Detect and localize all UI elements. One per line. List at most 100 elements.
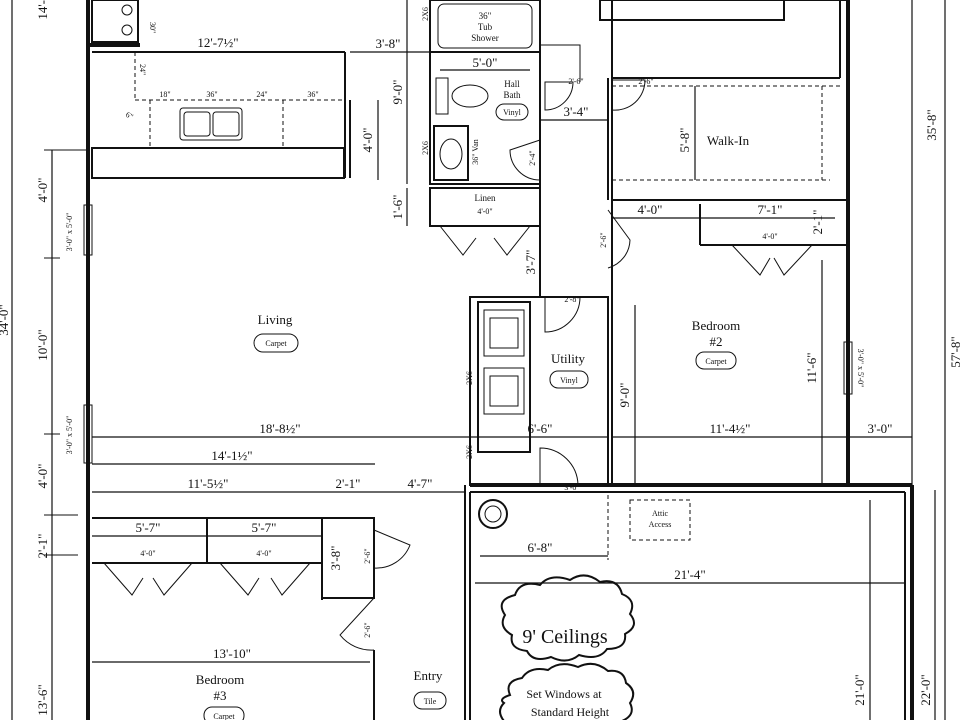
dim-3-7: 3'-7" xyxy=(523,250,538,275)
kitchen: 12'-7½" 30" 24" 18" 36" 24" 36" 6" xyxy=(88,0,351,179)
dim-2-1: 2'-1" xyxy=(336,476,361,491)
dim-kitchen-width: 12'-7½" xyxy=(197,35,238,50)
vanity-label: 36" Van xyxy=(471,139,480,165)
dim-bed2-9-0: 9'-0" xyxy=(617,383,632,408)
twox6-a: 2X6 xyxy=(421,7,430,21)
dim-bath-9-0: 9'-0" xyxy=(390,80,405,105)
dim-left-34: 34'-0" xyxy=(0,304,11,335)
living: Living Carpet 18'-8½" 6'-6" 11'-4½" 3'-0… xyxy=(92,312,912,493)
dim-3-4: 3'-4" xyxy=(564,104,589,119)
dim-bar-4-0: 4'-0" xyxy=(360,128,375,153)
washer xyxy=(483,309,525,357)
label-36a: 36" xyxy=(206,90,217,99)
dim-closet-4-0: 4'-0" xyxy=(638,202,663,217)
closet-26: 2'-6" xyxy=(363,548,372,563)
windows-cloud xyxy=(499,662,635,720)
twox6-c: 2X6 xyxy=(465,371,474,385)
dim-14-1: 14'-1½" xyxy=(211,448,252,463)
dim-left-10-0: 10'-0" xyxy=(35,329,50,360)
dim-57-8: 57'-8" xyxy=(948,336,960,367)
ceilings-cloud xyxy=(500,574,635,662)
dim-13-10: 13'-10" xyxy=(213,646,251,661)
twox6-b: 2X6 xyxy=(421,141,430,155)
living-floor: Carpet xyxy=(265,339,287,348)
water-heater xyxy=(478,499,508,529)
bedroom2-num: #2 xyxy=(710,334,723,349)
label-18: 18" xyxy=(159,90,170,99)
door-bath xyxy=(544,81,574,111)
dim-35-8: 35'-8" xyxy=(924,109,939,140)
bedroom2-floor: Carpet xyxy=(705,357,727,366)
label-6: 6" xyxy=(124,110,135,121)
dim-11-4: 11'-4½" xyxy=(710,421,751,436)
dim-3-0: 3'-0" xyxy=(868,421,893,436)
door-28: 2'-8" xyxy=(564,295,579,304)
dim-11-5: 11'-5½" xyxy=(188,476,229,491)
attic-access xyxy=(629,499,691,541)
door-26a: 2'-6" xyxy=(568,77,583,86)
door-bed3 xyxy=(339,597,375,651)
toilet-tank xyxy=(435,77,449,115)
dim-closet-3-8: 3'-8" xyxy=(328,546,343,571)
dim-5-7b: 5'-7" xyxy=(252,520,277,535)
linen-dim: 4'-0" xyxy=(477,207,492,216)
door-26c: 2'-6" xyxy=(599,232,608,247)
access-label: Access xyxy=(649,520,672,529)
door-26d: 2'-6" xyxy=(363,622,372,637)
walkin-label: Walk-In xyxy=(707,133,750,148)
dim-6-6: 6'-6" xyxy=(528,421,553,436)
dim-5-8: 5'-8" xyxy=(677,128,692,153)
dim-21-4: 21'-4" xyxy=(674,567,705,582)
hall-bath: 36" Tub Shower 5'-0" Hall Bath Vinyl 36"… xyxy=(350,0,541,256)
bath-floor: Vinyl xyxy=(503,108,522,117)
windows-note-2: Standard Height xyxy=(531,705,610,719)
utility-floor: Vinyl xyxy=(560,376,579,385)
closet-4-0: 4'-0" xyxy=(762,232,777,241)
bedroom-2: 4'-0" 7'-1" 4'-0" 2'-1" Bedroom #2 Carpe… xyxy=(611,199,865,485)
dim-21-0: 21'-0" xyxy=(852,674,867,705)
closet-4-0c: 4'-0" xyxy=(256,549,271,558)
dim-left-4-0b: 4'-0" xyxy=(35,464,50,489)
range xyxy=(91,0,139,43)
door-26b: 2'-6" xyxy=(638,77,653,86)
bedroom3-num: #3 xyxy=(214,688,227,703)
entry-label: Entry xyxy=(414,668,443,683)
dim-6-8: 6'-8" xyxy=(528,540,553,555)
door-30: 3'-0" xyxy=(564,483,579,492)
bath-label: Bath xyxy=(504,90,521,100)
ceilings-note: 9' Ceilings xyxy=(522,626,607,648)
dim-3-8: 3'-8" xyxy=(376,36,401,51)
dim-bath-5-0: 5'-0" xyxy=(473,55,498,70)
bedroom3-floor: Carpet xyxy=(213,712,235,720)
tub xyxy=(437,3,533,49)
sink xyxy=(179,107,243,141)
label-24: 24" xyxy=(138,64,147,75)
door-walkin xyxy=(611,79,646,111)
bedroom3-label: Bedroom xyxy=(196,672,244,687)
dim-4-7: 4'-7" xyxy=(408,476,433,491)
entry-floor: Tile xyxy=(424,697,437,706)
dryer xyxy=(483,367,525,415)
dim-11-6: 11'-6" xyxy=(804,353,819,384)
toilet xyxy=(451,84,489,108)
twox6-d: 2X6 xyxy=(465,445,474,459)
shower-label: Shower xyxy=(471,33,499,43)
dim-5-7a: 5'-7" xyxy=(136,520,161,535)
tub-label: Tub xyxy=(478,22,493,32)
hall-label: Hall xyxy=(504,79,520,89)
label-24b: 24" xyxy=(256,90,267,99)
dim-22-0: 22'-0" xyxy=(918,674,933,705)
garage: 6'-8" Attic Access 21'-4" 21'-0" 22'-0" … xyxy=(469,483,936,720)
window-a-label: 3'-0" x 5'-0" xyxy=(65,213,74,252)
window-c-label: 3'-0" x 5'-0" xyxy=(856,349,865,388)
door-24: 2'-4" xyxy=(528,150,537,165)
right-dimensions: 35'-8" 57'-8" xyxy=(911,0,960,720)
dim-left-4-0: 4'-0" xyxy=(35,178,50,203)
left-dimensions: 14'- 34'-0" 4'-0" 10'-0" 4'-0" 2'-1" 13'… xyxy=(0,0,93,720)
walk-in: 5'-8" Walk-In xyxy=(599,0,849,201)
window-b xyxy=(83,404,93,464)
hallway: 3'-4" 2'-6" 2'-4" 2'-6" 2'-6" 3'-7" xyxy=(509,44,654,296)
dim-left-14: 14'- xyxy=(35,0,50,20)
attic-label: Attic xyxy=(652,509,668,518)
